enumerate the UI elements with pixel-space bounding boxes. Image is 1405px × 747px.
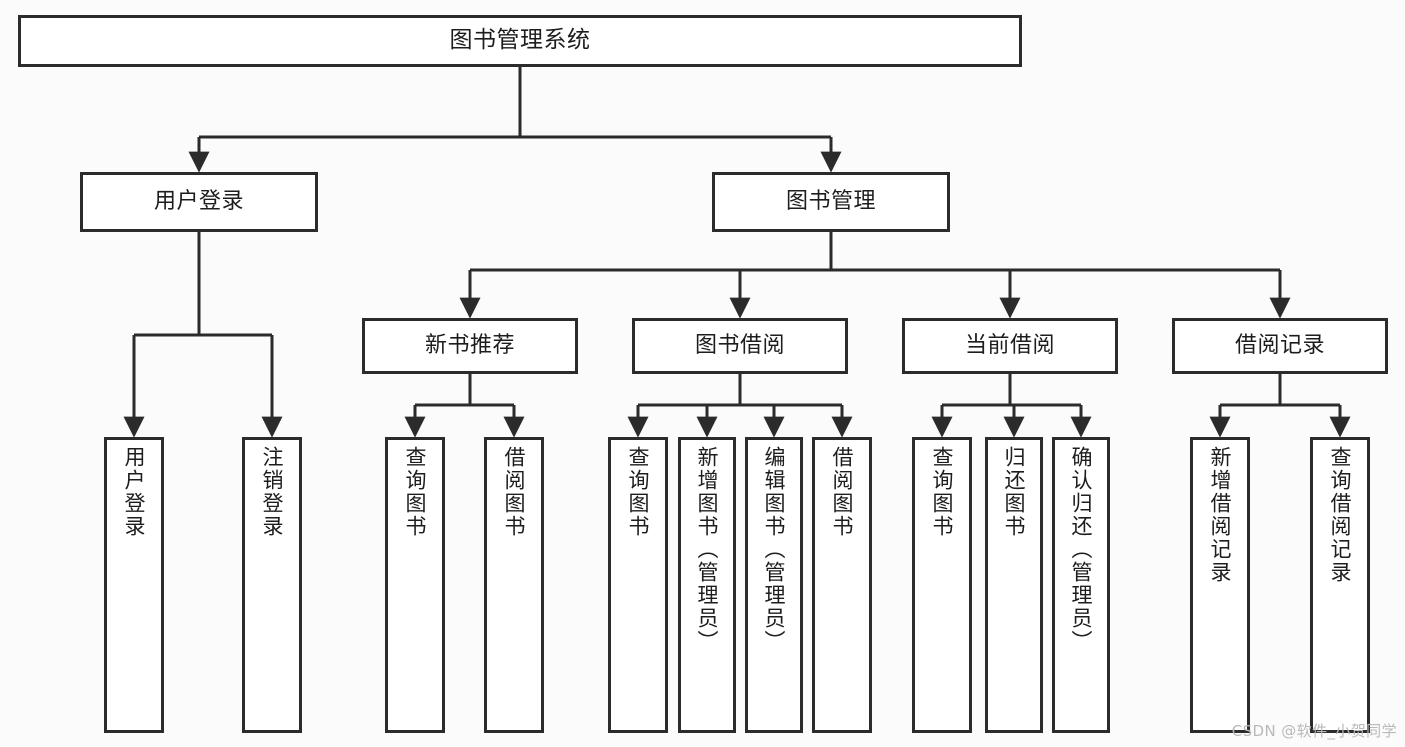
node-label: 新增借阅记录: [1208, 446, 1233, 584]
node-label: 图书借阅: [694, 332, 785, 358]
node-label: 借阅图书: [502, 446, 527, 538]
node-label: 查询借阅记录: [1328, 446, 1353, 584]
node-label: 查询图书: [403, 446, 428, 538]
node-l3_0[interactable]: 新书推荐: [362, 318, 578, 374]
node-label: 查询图书: [626, 446, 651, 538]
node-root[interactable]: 图书管理系统: [18, 15, 1022, 67]
node-label: 注销登录: [260, 446, 285, 538]
node-label: 确认归还（管理员）: [1069, 446, 1094, 653]
node-leaf_3[interactable]: 借阅图书: [484, 437, 544, 733]
node-label: 编辑图书（管理员）: [762, 446, 787, 653]
node-label: 用户登录: [153, 188, 244, 214]
node-leaf_0[interactable]: 用户登录: [104, 437, 164, 733]
node-leaf_8[interactable]: 查询图书: [912, 437, 972, 733]
watermark-text: CSDN @软件_小贺同学: [1231, 722, 1397, 740]
node-leaf_2[interactable]: 查询图书: [385, 437, 445, 733]
node-leaf_7[interactable]: 借阅图书: [812, 437, 872, 733]
node-leaf_12[interactable]: 查询借阅记录: [1310, 437, 1370, 733]
node-l2_1[interactable]: 图书管理: [712, 172, 950, 232]
node-label: 图书管理系统: [449, 27, 591, 54]
node-leaf_4[interactable]: 查询图书: [608, 437, 668, 733]
node-leaf_9[interactable]: 归还图书: [985, 437, 1043, 733]
node-l3_3[interactable]: 借阅记录: [1172, 318, 1388, 374]
node-leaf_5[interactable]: 新增图书（管理员）: [678, 437, 736, 733]
node-label: 用户登录: [122, 446, 147, 538]
connector-lines: [123, 67, 1351, 438]
node-leaf_6[interactable]: 编辑图书（管理员）: [745, 437, 803, 733]
node-label: 当前借阅: [964, 332, 1055, 358]
node-label: 新增图书（管理员）: [695, 446, 720, 653]
node-leaf_11[interactable]: 新增借阅记录: [1190, 437, 1250, 733]
node-label: 归还图书: [1002, 446, 1027, 538]
node-label: 借阅记录: [1234, 332, 1325, 358]
node-l3_1[interactable]: 图书借阅: [632, 318, 848, 374]
node-leaf_1[interactable]: 注销登录: [242, 437, 302, 733]
node-label: 查询图书: [930, 446, 955, 538]
node-label: 新书推荐: [424, 332, 515, 358]
node-l3_2[interactable]: 当前借阅: [902, 318, 1118, 374]
node-l2_0[interactable]: 用户登录: [80, 172, 318, 232]
node-leaf_10[interactable]: 确认归还（管理员）: [1052, 437, 1110, 733]
node-label: 图书管理: [785, 188, 876, 214]
node-label: 借阅图书: [830, 446, 855, 538]
